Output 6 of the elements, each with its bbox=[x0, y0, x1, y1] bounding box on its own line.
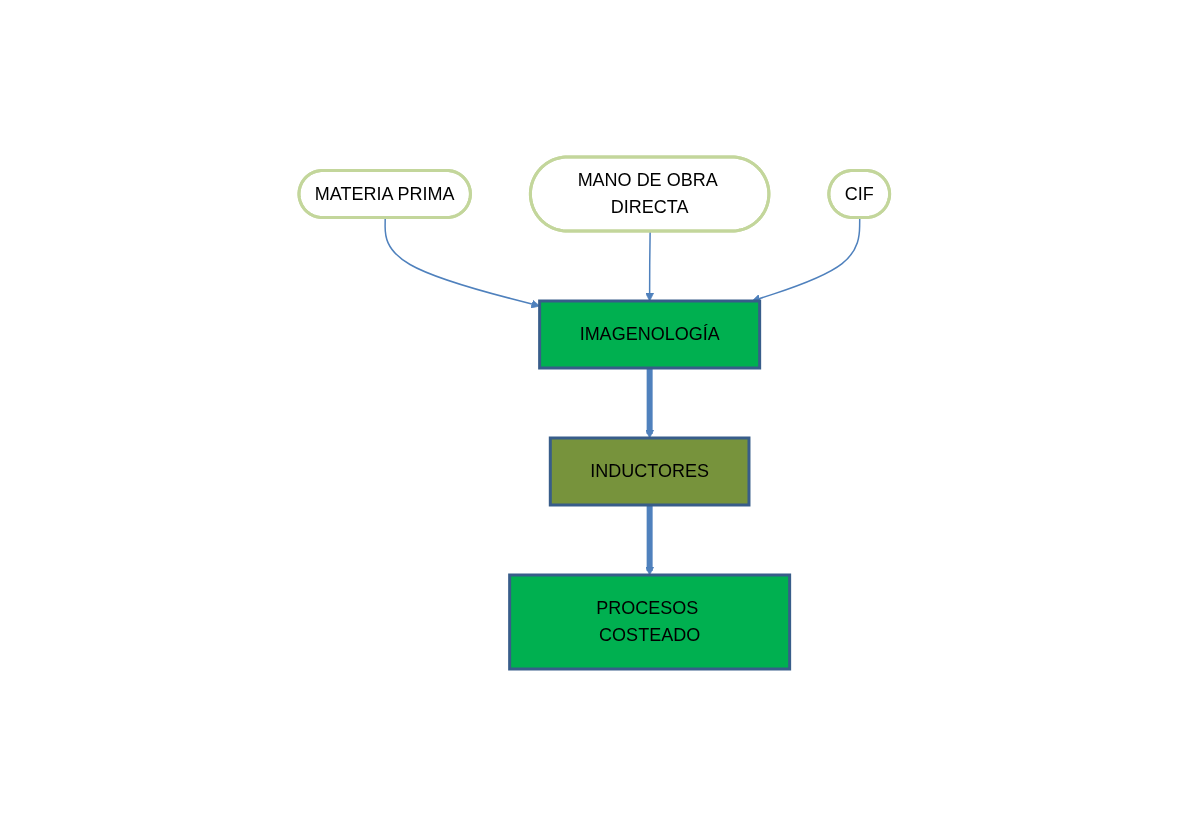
node-box: INDUCTORES bbox=[549, 436, 751, 507]
node-box: PROCESOS COSTEADO bbox=[508, 573, 792, 671]
node-box: IMAGENOLOGÍA bbox=[538, 299, 762, 370]
arrow bbox=[645, 505, 655, 576]
arrow bbox=[751, 217, 861, 303]
arrow bbox=[645, 368, 655, 439]
